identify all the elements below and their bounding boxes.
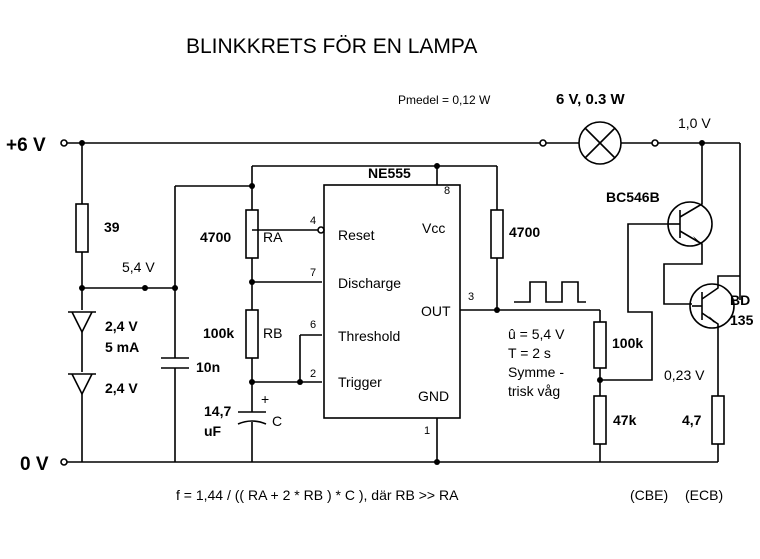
zener-current: 5 mA bbox=[105, 339, 139, 355]
pin-2-number: 2 bbox=[310, 368, 316, 380]
base-top-resistor-label: 100k bbox=[612, 335, 643, 351]
pin-trigger-label: Trigger bbox=[338, 374, 382, 390]
zener-bottom-voltage: 2,4 V bbox=[105, 380, 138, 396]
signal-amplitude: û = 5,4 V bbox=[508, 326, 565, 342]
pin-1-number: 1 bbox=[424, 425, 430, 437]
zener-diode-bottom bbox=[68, 373, 96, 396]
zener-diode-top bbox=[68, 311, 96, 334]
decoupling-capacitor bbox=[161, 185, 252, 462]
transistor-bc546b bbox=[663, 140, 713, 305]
ra-name: RA bbox=[263, 229, 283, 245]
supply-terminal bbox=[60, 139, 68, 147]
pin-6-number: 6 bbox=[310, 319, 316, 331]
pin-8-number: 8 bbox=[444, 185, 450, 197]
pin-discharge-label: Discharge bbox=[338, 275, 401, 291]
resistor-output-pullup bbox=[490, 209, 504, 259]
diagram-title: BLINKKRETS FÖR EN LAMPA bbox=[186, 35, 477, 58]
frequency-formula: f = 1,44 / (( RA + 2 * RB ) * C ), där R… bbox=[176, 487, 459, 503]
timing-cap-polarity: + bbox=[261, 391, 269, 407]
pin-gnd-label: GND bbox=[418, 388, 449, 404]
driver-transistor-label: BC546B bbox=[606, 189, 660, 205]
transistor-bd135 bbox=[689, 275, 740, 462]
resistor-39-label: 39 bbox=[104, 219, 120, 235]
base-bottom-resistor-label: 47k bbox=[613, 412, 637, 428]
output-transistor-label-1: BD bbox=[730, 292, 750, 308]
decoupling-capacitor-label: 10n bbox=[196, 359, 220, 375]
resistor-39 bbox=[75, 203, 89, 253]
resistor-base-bottom bbox=[593, 395, 607, 445]
emitter-voltage-label: 1,0 V bbox=[678, 115, 711, 131]
output-network bbox=[460, 209, 668, 462]
timing-cap-value: 14,7 bbox=[204, 403, 231, 419]
rb-name: RB bbox=[263, 325, 282, 341]
timing-cap-name: C bbox=[272, 413, 282, 429]
base-drive-wire bbox=[600, 223, 668, 381]
zener-top-voltage: 2,4 V bbox=[105, 318, 138, 334]
resistor-rb bbox=[245, 309, 259, 359]
ground-rail: 0 V bbox=[20, 454, 718, 475]
pin-7-number: 7 bbox=[310, 267, 316, 279]
emitter-load-voltage: 0,23 V bbox=[664, 367, 705, 383]
timing-network bbox=[237, 209, 325, 462]
signal-period: T = 2 s bbox=[508, 345, 551, 361]
resistor-base-top bbox=[593, 321, 607, 369]
pin-threshold-label: Threshold bbox=[338, 328, 400, 344]
lamp-label: 6 V, 0.3 W bbox=[556, 91, 625, 108]
pin-reset-label: Reset bbox=[338, 227, 375, 243]
ne555-chip bbox=[323, 184, 461, 465]
resistor-emitter bbox=[711, 395, 725, 445]
ground-terminal bbox=[60, 458, 68, 466]
output-pinout: (ECB) bbox=[685, 487, 723, 503]
ic-name: NE555 bbox=[368, 165, 411, 181]
pin-4-number: 4 bbox=[310, 215, 316, 227]
zener-branch bbox=[68, 140, 178, 462]
timing-cap-unit: uF bbox=[204, 423, 222, 439]
supply-label: +6 V bbox=[6, 135, 46, 156]
resistor-ra bbox=[245, 209, 259, 259]
output-transistor-label-2: 135 bbox=[730, 312, 754, 328]
pin-3-number: 3 bbox=[468, 291, 474, 303]
signal-shape-line2: trisk våg bbox=[508, 383, 560, 399]
output-resistor-label: 4700 bbox=[509, 224, 540, 240]
rb-value: 100k bbox=[203, 325, 234, 341]
signal-shape-line1: Symme - bbox=[508, 364, 564, 380]
driver-pinout: (CBE) bbox=[630, 487, 668, 503]
pin-vcc-label: Vcc bbox=[422, 220, 445, 236]
emitter-resistor-label: 4,7 bbox=[682, 412, 702, 428]
ra-value: 4700 bbox=[200, 229, 231, 245]
square-wave-icon bbox=[514, 281, 586, 303]
lamp bbox=[578, 121, 622, 165]
supply-rail: +6 V bbox=[6, 135, 741, 300]
ground-label: 0 V bbox=[20, 454, 49, 475]
zener-node-voltage: 5,4 V bbox=[122, 259, 155, 275]
power-label: Pmedel = 0,12 W bbox=[398, 93, 491, 107]
vcc-bus bbox=[249, 163, 498, 210]
pin-out-label: OUT bbox=[421, 303, 451, 319]
